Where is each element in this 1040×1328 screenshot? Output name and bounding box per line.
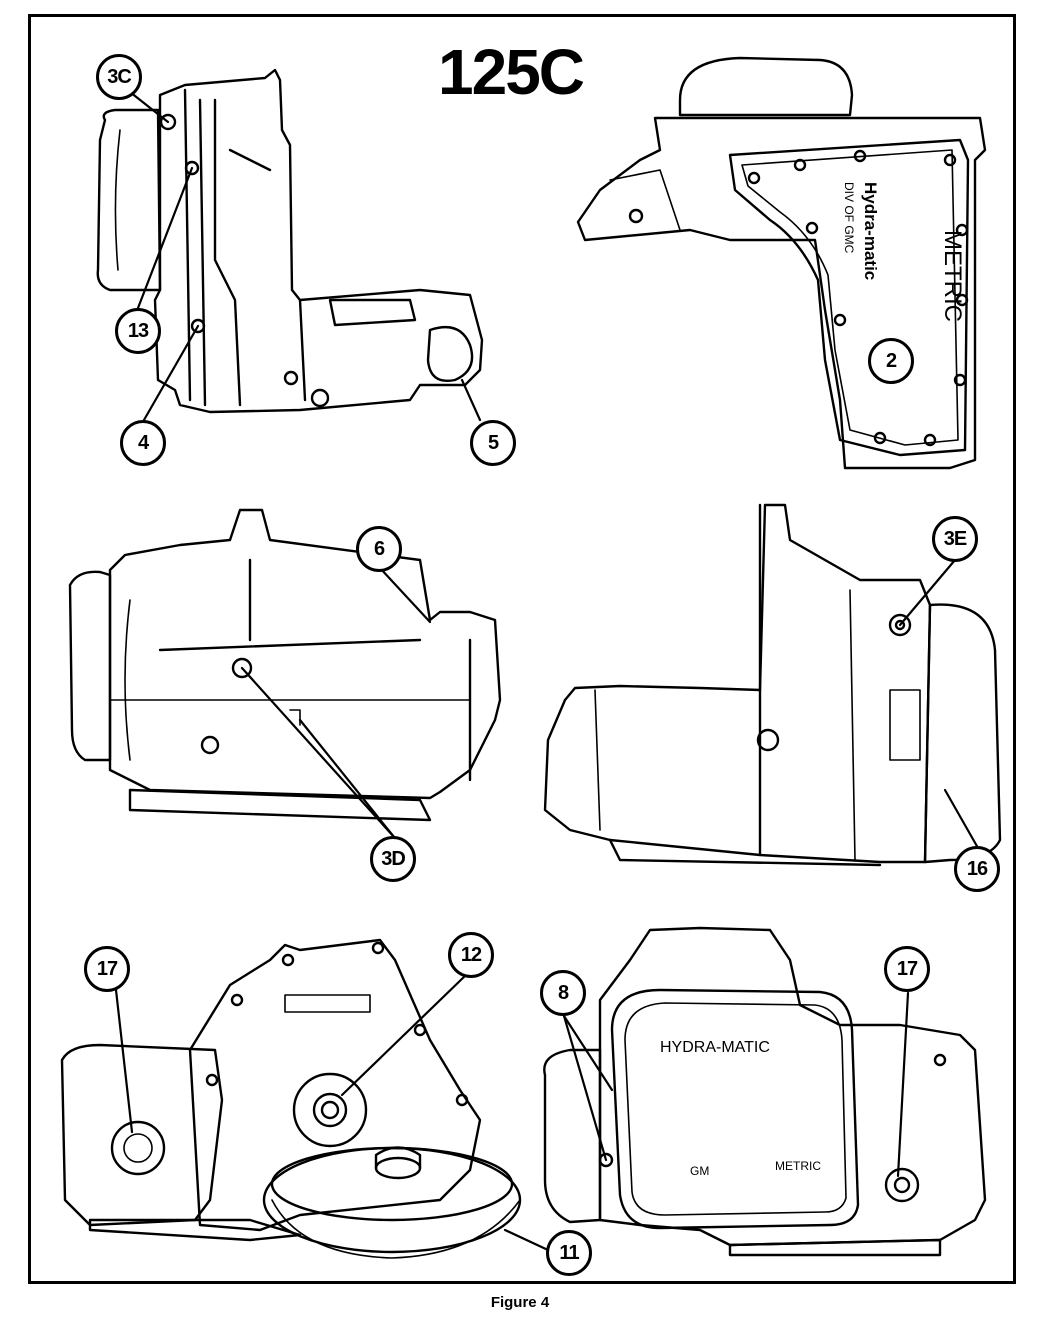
view-top-left-transmission [96,68,484,414]
callout-3d: 3D [370,836,416,882]
callout-17-right: 17 [884,946,930,992]
callout-12: 12 [448,932,494,978]
callout-13: 13 [115,308,161,354]
view-bottom-right-transmission: HYDRA-MATIC GM METRIC [543,926,987,1257]
callout-3e: 3E [932,516,978,562]
callout-leader-lines [114,90,980,1252]
metric-marking: METRIC [939,230,966,322]
callout-16: 16 [954,846,1000,892]
figure-frame [28,14,1016,1284]
hydramatic-marking: Hydra-matic [861,182,880,280]
view-middle-right-transmission [543,503,1002,867]
gm-pan-marking: GM [690,1164,709,1178]
callout-5: 5 [470,420,516,466]
view-middle-left-transmission [68,508,502,822]
callout-4: 4 [120,420,166,466]
hydramatic-pan-marking: HYDRA-MATIC [660,1039,770,1056]
callout-3c: 3C [96,54,142,100]
callout-6: 6 [356,526,402,572]
figure-title: 125C [438,36,585,108]
figure-caption: Figure 4 [490,1294,550,1311]
callout-2: 2 [868,338,914,384]
view-top-right-transmission: METRIC Hydra-matic DIV OF GMC [576,56,987,470]
div-gmc-marking: DIV OF GMC [842,182,856,254]
metric-pan-marking: METRIC [775,1159,821,1173]
callout-11: 11 [546,1230,592,1276]
view-bottom-left-transmission [60,938,522,1259]
callout-17-left: 17 [84,946,130,992]
callout-8: 8 [540,970,586,1016]
